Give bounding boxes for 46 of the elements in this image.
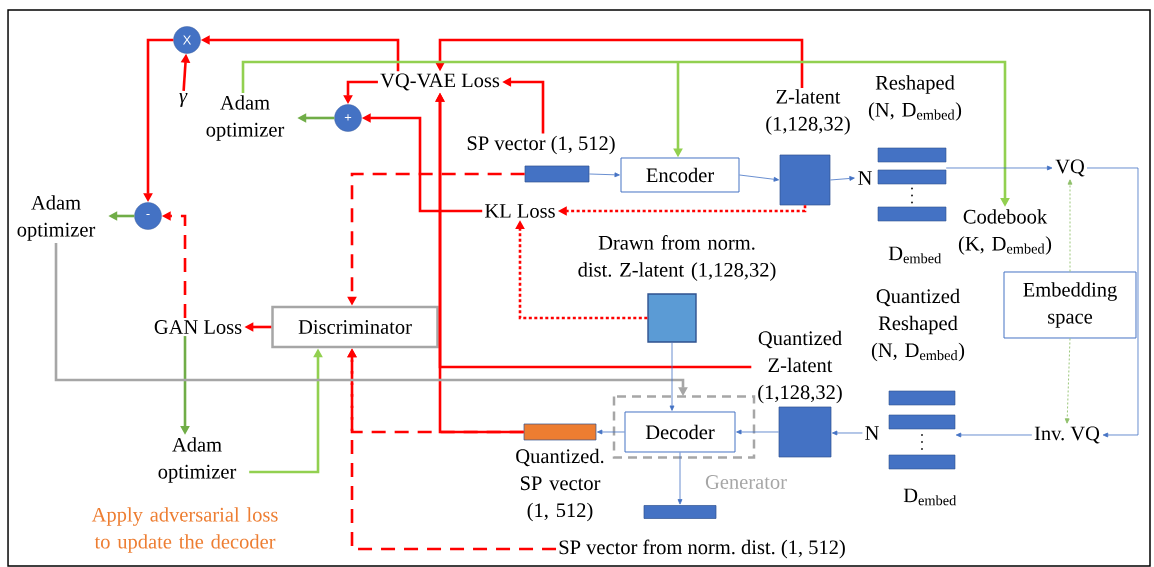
arrow <box>945 165 1053 171</box>
dimension-label: N <box>858 171 872 185</box>
vector-bar <box>643 505 717 519</box>
group-label: Generator <box>705 475 787 489</box>
dimension-label: D$_{embed}$ <box>903 488 957 506</box>
arrow <box>1064 338 1071 424</box>
arrow <box>736 429 780 435</box>
arrow <box>588 172 620 178</box>
arrow <box>739 174 779 182</box>
encoder-box: Encoder <box>620 157 740 193</box>
codebook-label: Codebook (K, D$_{embed}$) <box>958 209 1052 255</box>
loss-label: GAN Loss <box>154 320 242 334</box>
arrow <box>677 452 683 505</box>
dimension-label: N <box>865 426 879 440</box>
optimizer-label: Adam optimizer <box>158 437 237 483</box>
symbol-label: γ <box>179 93 188 107</box>
note-text: Apply adversarial loss to update the decoder <box>91 507 278 553</box>
arrow <box>832 430 863 436</box>
operation-label: VQ <box>1055 159 1085 177</box>
block-label: Quantized Reshaped (N, D$_{embed}$) <box>871 288 965 362</box>
arrow <box>955 432 1033 438</box>
vector-label: SP vector from norm. dist. (1, 512) <box>559 539 845 559</box>
dimension-label: D$_{embed}$ <box>888 246 942 264</box>
optimizer-label: Adam optimizer <box>17 195 96 241</box>
block-label: Reshaped (N, D$_{embed}$) <box>868 75 962 121</box>
vector-label: SP vector (1, 512) <box>467 135 615 155</box>
arrow <box>669 342 675 411</box>
block-label: Quantized Z-latent (1,128,32) <box>758 330 842 404</box>
block-label: Quantized. SP vector (1, 512) <box>516 448 604 522</box>
arrow <box>435 38 804 88</box>
embedding-box: Embedding space <box>1003 271 1137 339</box>
loss-label: VQ-VAE Loss <box>380 73 500 91</box>
vector-bar <box>524 165 590 183</box>
arrow <box>1086 167 1139 438</box>
latent-square <box>647 293 697 343</box>
decoder-box: Decoder <box>624 411 736 453</box>
operation-label: Inv. VQ <box>1034 426 1100 444</box>
sample-label: Drawn from norm. dist. Z-latent (1,128,32) <box>578 235 776 281</box>
connector <box>241 60 678 93</box>
discriminator-box: Discriminator <box>271 305 439 349</box>
optimizer-label: Adam optimizer <box>206 95 285 141</box>
arrow <box>829 176 855 181</box>
arrow <box>597 429 625 435</box>
loss-label: KL Loss <box>485 204 555 218</box>
block-label: Z-latent (1,128,32) <box>766 89 850 135</box>
arrow <box>1067 179 1073 272</box>
